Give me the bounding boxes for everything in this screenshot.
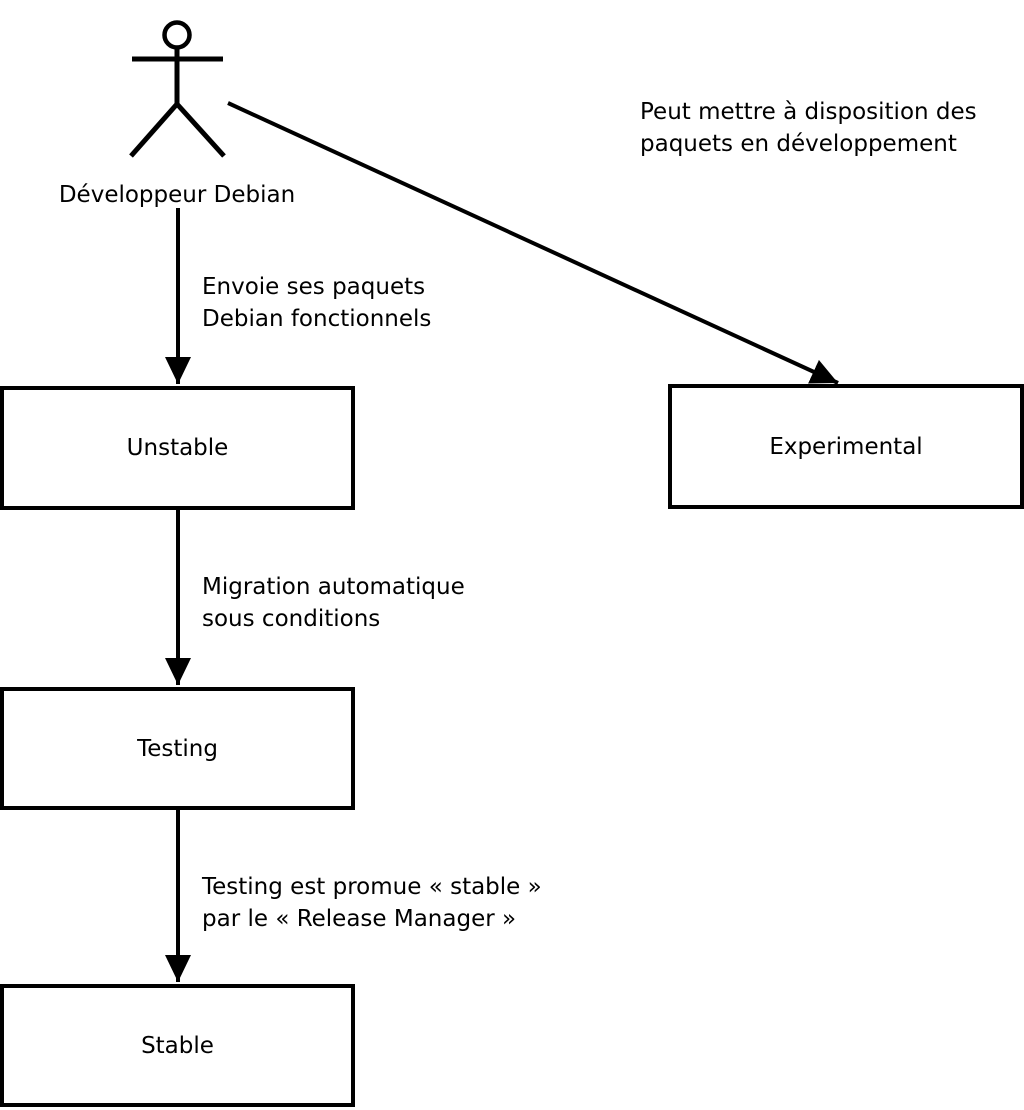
box-testing: Testing bbox=[0, 687, 355, 810]
annotation-line: Migration automatique bbox=[202, 574, 465, 600]
box-label: Experimental bbox=[769, 433, 923, 460]
box-label: Testing bbox=[137, 735, 218, 762]
box-unstable: Unstable bbox=[0, 386, 355, 510]
actor-head bbox=[162, 20, 192, 50]
annotation-line: sous conditions bbox=[202, 606, 381, 632]
box-experimental: Experimental bbox=[668, 384, 1024, 509]
actor-right-leg bbox=[175, 102, 226, 158]
box-label: Unstable bbox=[126, 435, 229, 461]
annotation-line: par le « Release Manager » bbox=[202, 906, 517, 932]
annotation-line: paquets en développement bbox=[640, 131, 957, 157]
annotation-promotion: Testing est promue « stable » par le « R… bbox=[202, 871, 542, 935]
actor-left-leg bbox=[129, 102, 179, 158]
box-label: Stable bbox=[141, 1032, 214, 1059]
annotation-upload-unstable: Envoie ses paquets Debian fonctionnels bbox=[202, 271, 431, 335]
arrow-developer-to-experimental bbox=[227, 101, 839, 385]
annotation-line: Debian fonctionnels bbox=[202, 306, 432, 332]
box-stable: Stable bbox=[0, 984, 355, 1107]
annotation-line: Testing est promue « stable » bbox=[202, 874, 542, 900]
annotation-experimental-upload: Peut mettre à disposition des paquets en… bbox=[640, 96, 977, 160]
developer-actor-icon bbox=[129, 20, 226, 158]
annotation-line: Envoie ses paquets bbox=[202, 274, 426, 300]
annotation-line: Peut mettre à disposition des bbox=[640, 99, 977, 125]
actor-label: Développeur Debian bbox=[58, 182, 296, 208]
annotation-migration: Migration automatique sous conditions bbox=[202, 571, 465, 635]
